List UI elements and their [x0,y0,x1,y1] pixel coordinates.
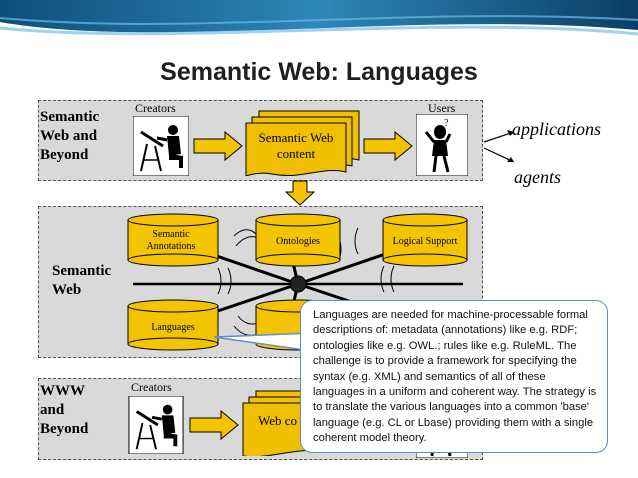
node-semantic-annotations: Semantic Annotations [146,229,196,252]
languages-callout: Languages are needed for machine-process… [300,300,608,453]
bottom-content-doc-label: Web co [258,413,298,428]
bottom-creators-label: Creators [131,380,172,394]
applications-label: applications [512,119,601,139]
middle-layer-label: Semantic Web [52,263,112,298]
header-banner [0,0,638,52]
semantic-web-network [127,213,468,351]
bottom-creator-desk-icon [128,396,184,454]
slide-title: Semantic Web: Languages [160,58,478,86]
callout-pointer [213,332,312,352]
node-languages: Languages [151,322,195,333]
top-arrow-creators-to-doc [193,131,243,161]
output-arrows [483,130,515,163]
annotations-cylinder [127,213,219,267]
bottom-layer-label: WWW and Beyond [40,383,89,437]
top-creators-label: Creators [135,101,176,115]
node-logical-support: Logical Support [392,236,458,247]
down-arrow-top-to-middle [285,180,315,206]
svg-text:?: ? [444,118,449,129]
user-figure-icon: ? [416,114,468,176]
top-users-label: Users [428,101,456,115]
top-arrow-doc-to-users [363,131,413,161]
logical-support-cylinder [382,213,468,267]
agents-label: agents [514,167,561,187]
ontologies-cylinder [255,213,341,267]
top-content-doc-label: Semantic Web content [258,130,334,161]
top-layer-label: Semantic Web and Beyond [40,109,100,163]
node-ontologies: Ontologies [276,236,320,247]
top-content-doc-icon [245,110,360,176]
bottom-arrow-creators-to-doc [189,410,239,440]
languages-cylinder [127,299,219,351]
creator-desk-icon [133,116,189,176]
